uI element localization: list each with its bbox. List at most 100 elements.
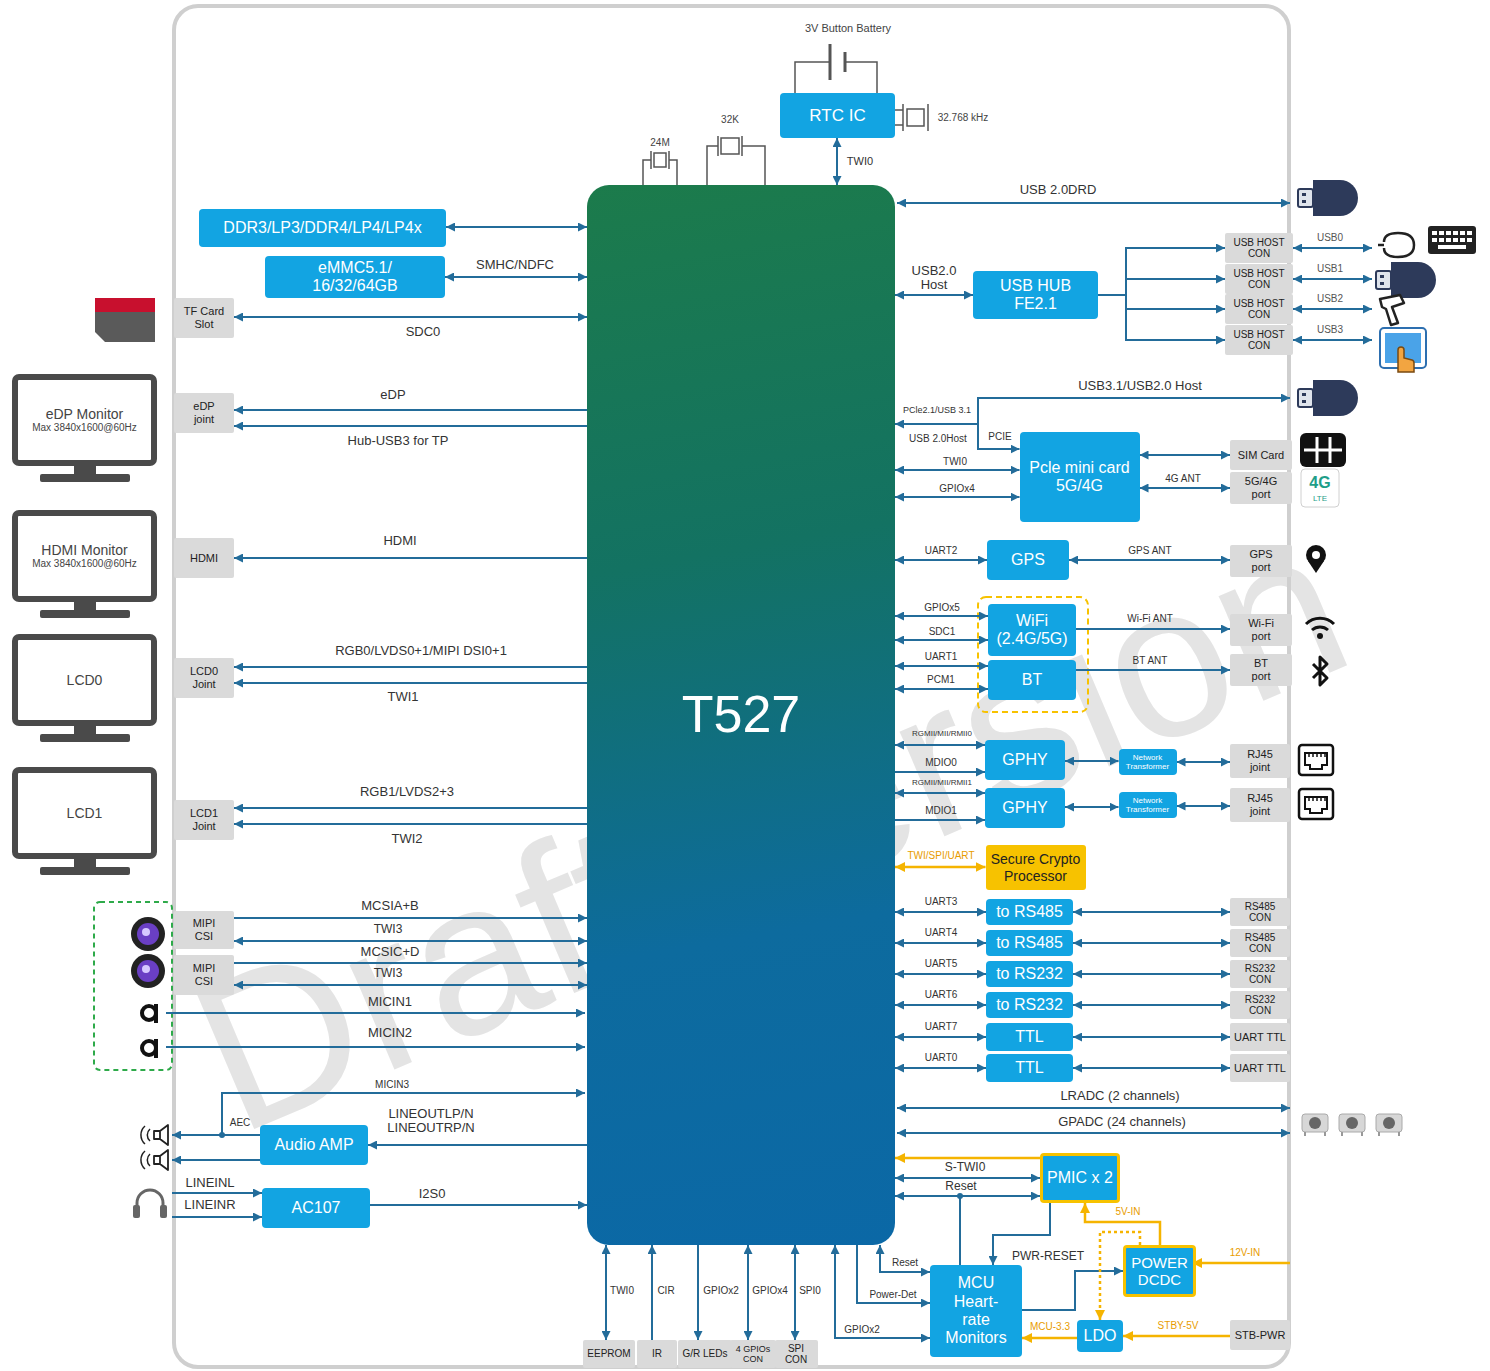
signal-line [895, 1195, 1040, 1197]
signal-line [1140, 454, 1231, 456]
monitor-stands-part [40, 867, 130, 875]
usb-drive-icon-part [1298, 389, 1313, 407]
microphone-icon-part [154, 1039, 158, 1058]
signal-line [1065, 760, 1119, 762]
monitor-screen: eDP MonitorMax 3840x1600@60Hz [12, 374, 157, 466]
signal-line [836, 138, 838, 185]
connector-box: eDP joint [174, 393, 234, 433]
signal-line [1073, 973, 1230, 975]
signal-label: PCM1 [927, 674, 955, 685]
signal-line [895, 688, 988, 690]
connector-box: LCD0 Joint [174, 658, 234, 698]
lte-icon [1301, 469, 1339, 507]
usb-drive-icon-part [1391, 262, 1436, 298]
crystal-32k [707, 136, 765, 185]
usb-drive-icon-part [1313, 180, 1358, 216]
connector-box: RS485 CON [1230, 929, 1290, 957]
signal-label: PWR-RESET [1012, 1250, 1084, 1263]
signal-line [835, 1245, 930, 1338]
box-label: WiFi (2.4G/5G) [992, 612, 1072, 649]
signal-line [234, 940, 587, 942]
signal-line [895, 819, 985, 821]
connector-box: USB HOST CON [1225, 264, 1293, 294]
box-label: STB-PWR [1235, 1329, 1286, 1342]
connector-box: MIPI CSI [174, 955, 234, 995]
signal-line [234, 682, 587, 684]
connector-box: TF Card Slot [174, 298, 234, 338]
box-label: MIPI CSI [184, 917, 224, 942]
usb-drive-icon-part [1376, 271, 1391, 289]
monitor-stands-part [74, 726, 96, 734]
signal-label: MCU-3.3 [1030, 1321, 1070, 1332]
signal-label: BT ANT [1133, 655, 1168, 666]
signal-line [1073, 1036, 1230, 1038]
box-label: USB HOST CON [1229, 268, 1289, 291]
signal-line [1022, 1271, 1123, 1310]
speaker-icon [141, 1150, 168, 1170]
usb3-wire [1293, 339, 1372, 341]
crystal-24m-part [668, 151, 670, 169]
connector-box: STB-PWR [1230, 1320, 1290, 1350]
button-icon-part [1383, 1117, 1395, 1129]
connector-box: GPS port [1230, 545, 1292, 577]
signal-label: PCle2.1/USB 3.1 [903, 406, 971, 416]
free-label: 3V Button Battery [805, 22, 891, 34]
camera-icon-part [142, 928, 150, 936]
signal-label: Reset [892, 1257, 918, 1268]
box-label: T527 [682, 685, 801, 745]
free-label: USB 2.0Host [909, 433, 967, 444]
signal-line [1098, 279, 1225, 295]
usb-drive-icon-part [1302, 193, 1306, 196]
signal-label: TWI0 [847, 155, 873, 167]
free-label: LINEINL [185, 1176, 234, 1190]
speaker-icon-part [141, 1151, 150, 1169]
power-line [895, 1157, 1040, 1160]
signal-line [234, 962, 587, 964]
box-label: BT port [1246, 657, 1276, 682]
scanner-icon [1380, 295, 1404, 325]
mouse-icon [1378, 233, 1414, 257]
camera-icon-part [137, 960, 159, 982]
box-label: GPS [1011, 551, 1045, 569]
signal-line [1073, 942, 1230, 944]
connector-box: Wi-Fi port [1230, 614, 1292, 646]
signal-line [895, 1177, 1040, 1179]
signal-line [1098, 295, 1225, 309]
free-label: LTE [1313, 495, 1327, 504]
box-label: to RS485 [996, 903, 1063, 921]
box-label: BT [1022, 671, 1042, 689]
signal-label: eDP [380, 388, 405, 402]
module-box: to RS485 [986, 899, 1073, 925]
signal-label: Wi-Fi ANT [1127, 613, 1173, 624]
signal-label: CIR [657, 1285, 674, 1296]
box-label: LCD1 [67, 805, 103, 821]
speaker-icon-part [154, 1125, 168, 1145]
box-label: HDMI [190, 552, 218, 565]
usb-drive-icon-part [1302, 200, 1306, 203]
signal-label: Power-Det [869, 1289, 916, 1300]
signal-label: USB2.0 Host [905, 264, 963, 293]
usb-drive-icon-part [1298, 189, 1313, 207]
keyboard-icon-part [1432, 231, 1472, 235]
crystal-32k-part [741, 136, 743, 156]
module-box: BT [988, 660, 1076, 700]
signal-line [1177, 805, 1231, 807]
box-label: SPI CON [779, 1343, 814, 1366]
wifi-icon [1306, 618, 1334, 639]
box-label: RTC IC [809, 106, 865, 126]
speaker-icon-part [141, 1126, 150, 1144]
box-label: G/R LEDs [682, 1348, 727, 1360]
usb-drive-icon [1298, 380, 1358, 416]
keyboard-icon-part [1432, 238, 1472, 242]
signal-line [895, 639, 988, 641]
signal-label: RGMII/MII/RMII1 [912, 779, 972, 788]
power-in-wire [1192, 1262, 1290, 1265]
mouse-icon-part [1384, 233, 1414, 257]
signal-line [1069, 559, 1230, 561]
crypto-box: Secure Crypto Processor [986, 845, 1086, 890]
camera-icon [131, 954, 165, 988]
usb-drive-icon-part [1302, 400, 1306, 403]
signal-label: UART4 [925, 927, 958, 938]
box-label: RS232 CON [1238, 963, 1283, 986]
crystal-32k-part [721, 138, 739, 154]
